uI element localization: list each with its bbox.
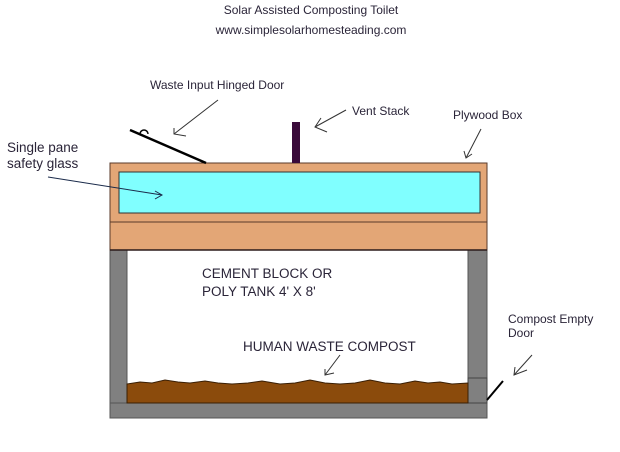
label-empty-door-line1: Compost Empty: [508, 312, 593, 326]
arrow-glass: [47, 176, 164, 200]
label-vent-stack: Vent Stack: [352, 104, 410, 118]
label-compost: HUMAN WASTE COMPOST: [243, 339, 416, 354]
compost-empty-door-opening: [467, 377, 488, 404]
label-plywood-box: Plywood Box: [453, 108, 522, 122]
label-glass-line2: safety glass: [7, 156, 79, 171]
bottom-wall: [109, 402, 488, 419]
arrow-vent-stack: [314, 109, 347, 133]
arrow-compost: [324, 354, 341, 376]
label-waste-input-door: Waste Input Hinged Door: [150, 78, 284, 92]
website-url: www.simplesolarhomesteading.com: [215, 23, 407, 37]
vent-stack: [292, 122, 300, 163]
label-glass-line1: Single pane: [7, 140, 78, 155]
safety-glass: [118, 171, 481, 214]
arrow-empty-door: [513, 354, 533, 376]
arrow-plywood-box: [463, 128, 482, 159]
label-empty-door-line2: Door: [508, 326, 534, 340]
diagram-title: Solar Assisted Composting Toilet: [224, 3, 399, 17]
compost-empty-door: [486, 380, 504, 401]
right-wall: [467, 249, 488, 379]
label-tank-line2: POLY TANK 4' X 8': [202, 284, 316, 299]
label-tank-line1: CEMENT BLOCK OR: [202, 266, 333, 281]
waste-input-hinged-door: [129, 128, 207, 165]
compost-pile: [126, 379, 469, 404]
arrow-waste-door: [173, 99, 219, 137]
left-wall: [109, 249, 128, 419]
door-handle-icon: [139, 129, 149, 135]
